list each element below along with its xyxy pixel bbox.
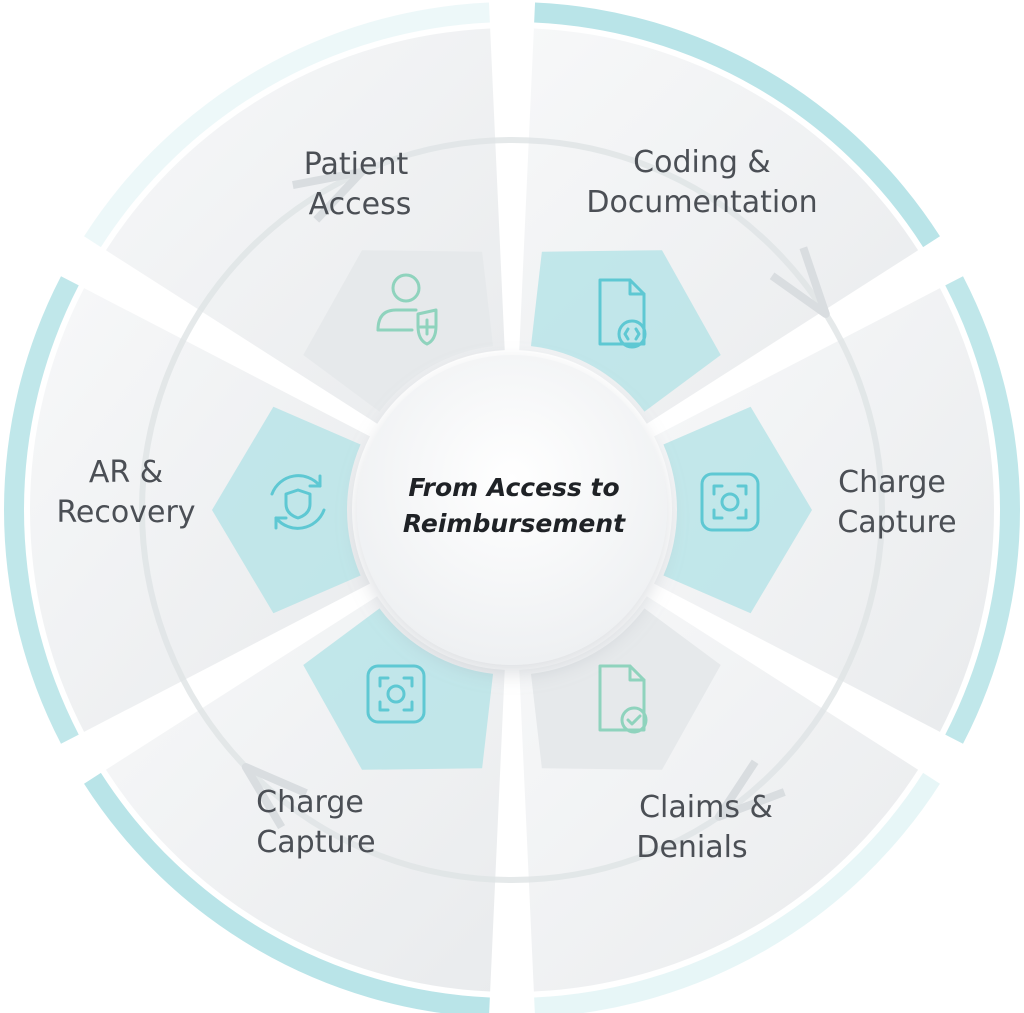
segment-label-charge-right-1: Charge	[838, 465, 946, 500]
segment-label-ar-2: Recovery	[56, 495, 195, 530]
segment-label-charge-left-1: Charge	[256, 785, 364, 820]
shield-refresh-icon	[270, 474, 326, 530]
segment-label-charge-right-2: Capture	[837, 505, 956, 540]
segment-ar-recovery	[30, 288, 370, 732]
flow-arrow-4	[241, 763, 308, 830]
segment-label-coding-2: Documentation	[586, 185, 817, 220]
segment-label-claims-2: Denials	[636, 830, 747, 865]
center-title-line1: From Access to	[408, 473, 619, 502]
segment-charge-capture-right	[654, 288, 994, 732]
flow-ring	[139, 137, 885, 883]
outer-rim	[3, 2, 1020, 1013]
rim-arc-charge-capture-right	[945, 276, 1020, 744]
scan-frame-icon	[700, 472, 760, 532]
segment-label-charge-left-2: Capture	[256, 825, 375, 860]
inner-wedge-claims-denials	[530, 608, 721, 770]
center-circle	[357, 355, 667, 665]
flow-arrow-3	[714, 759, 786, 821]
scan-frame-icon	[366, 664, 426, 724]
flow-arrow-1	[292, 167, 366, 223]
rim-arc-ar-recovery	[3, 276, 79, 744]
document-code-icon	[598, 278, 647, 349]
rim-arc-charge-capture-left	[84, 772, 490, 1013]
flow-arrow-2	[769, 246, 830, 318]
user-shield-icon	[376, 273, 438, 346]
inner-wedge-charge-capture-right	[663, 406, 812, 614]
segment-label-coding-1: Coding &	[633, 145, 771, 180]
flow-ring-circle	[139, 137, 885, 883]
segment-label-patient-access-2: Access	[309, 187, 412, 222]
center-title-line2: Reimbursement	[403, 509, 626, 538]
inner-wedge-charge-capture-left	[303, 608, 494, 770]
segment-icons	[270, 273, 760, 734]
segment-label-claims-1: Claims &	[639, 790, 773, 825]
document-check-icon	[598, 664, 648, 734]
rim-arc-claims-denials	[534, 772, 940, 1013]
segment-label-ar-1: AR &	[89, 455, 163, 490]
segment-label-patient-access-1: Patient	[304, 147, 409, 182]
